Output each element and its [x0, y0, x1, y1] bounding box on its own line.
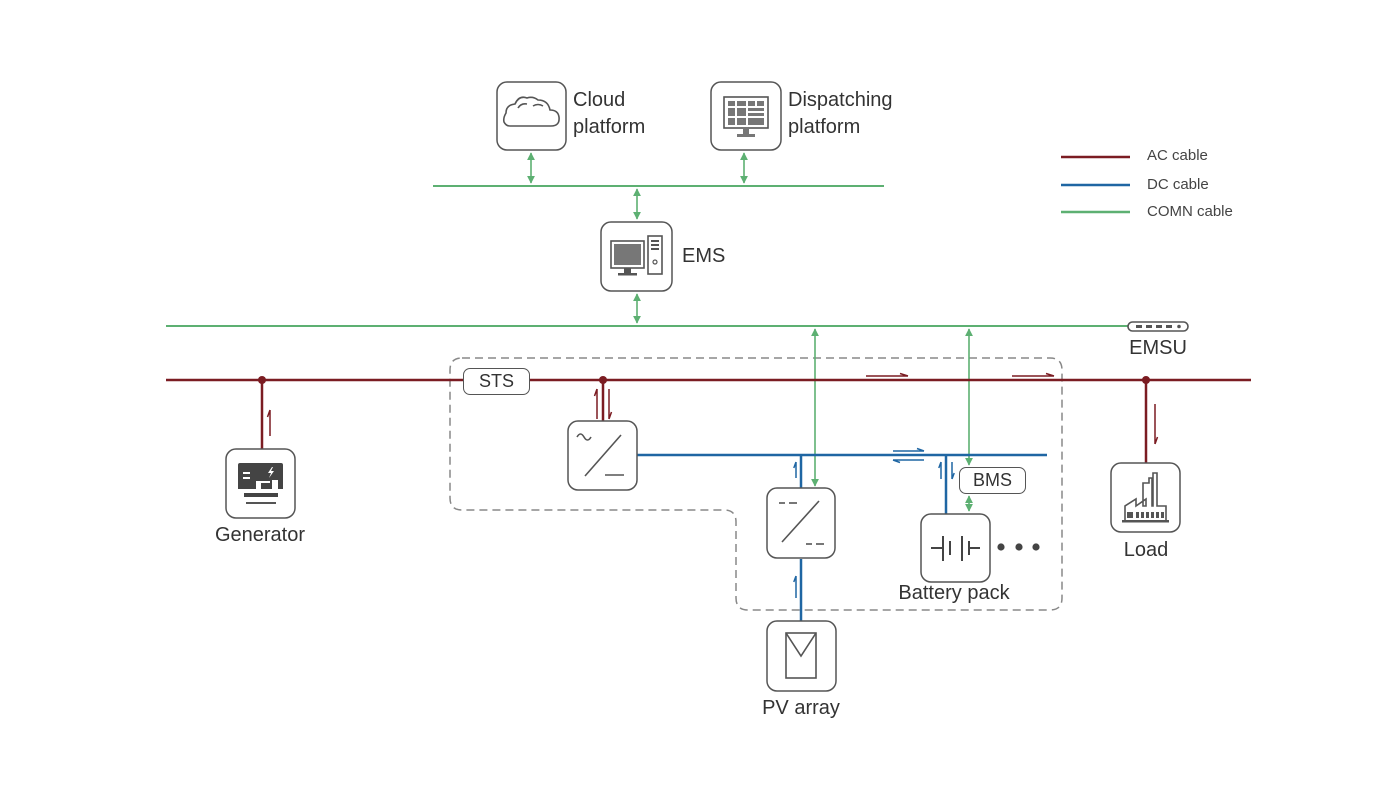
cabinet-boundary: [449, 357, 1063, 611]
legend-lines: [1061, 155, 1130, 214]
load-label: Load: [1123, 539, 1169, 561]
ac-dc-converter-icon: [576, 433, 624, 477]
bms-tag: BMS: [959, 467, 1026, 494]
cloud-label-line2: platform: [573, 116, 646, 138]
dc-flow-arrows: [793, 447, 955, 598]
comm-links: [527, 152, 973, 512]
battery-icon: [931, 536, 980, 561]
legend-ac-label: AC cable: [1147, 147, 1208, 164]
cloud-icon: [502, 96, 560, 127]
factory-icon: [1122, 472, 1169, 523]
cloud-frame: [496, 81, 567, 151]
emsu-device-icon: [1127, 321, 1189, 332]
generator-icon: [238, 463, 283, 504]
more-icon: [997, 543, 1040, 551]
emsu-label: EMSU: [1129, 337, 1187, 359]
dispatching-platform-label: Dispatching platform: [788, 87, 893, 141]
cloud-label-line1: Cloud: [573, 89, 626, 111]
dispatch-label-line2: platform: [788, 116, 861, 138]
dc-dc-converter-icon: [779, 500, 824, 545]
dispatch-label-line1: Dispatching: [788, 89, 893, 111]
node-frames: [225, 81, 1181, 692]
ac-junctions: [258, 376, 1150, 384]
ac-cables: [166, 378, 1251, 463]
battery-pack-label: Battery pack: [898, 582, 1010, 604]
sts-tag: STS: [463, 368, 530, 395]
generator-label: Generator: [214, 524, 306, 546]
pv-array-label: PV array: [762, 697, 840, 719]
solar-panel-icon: [785, 632, 817, 679]
legend-dc-label: DC cable: [1147, 176, 1209, 193]
ems-label: EMS: [682, 245, 726, 267]
cloud-platform-label: Cloud platform: [573, 87, 645, 141]
ac-flow-arrows: [266, 372, 1159, 445]
legend-comn-label: COMN cable: [1147, 203, 1233, 220]
battery-frame: [920, 513, 991, 583]
computer-icon: [610, 235, 663, 276]
monitor-grid-icon: [723, 96, 769, 137]
dcdc-frame: [766, 487, 836, 559]
dc-cables: [637, 453, 1047, 621]
